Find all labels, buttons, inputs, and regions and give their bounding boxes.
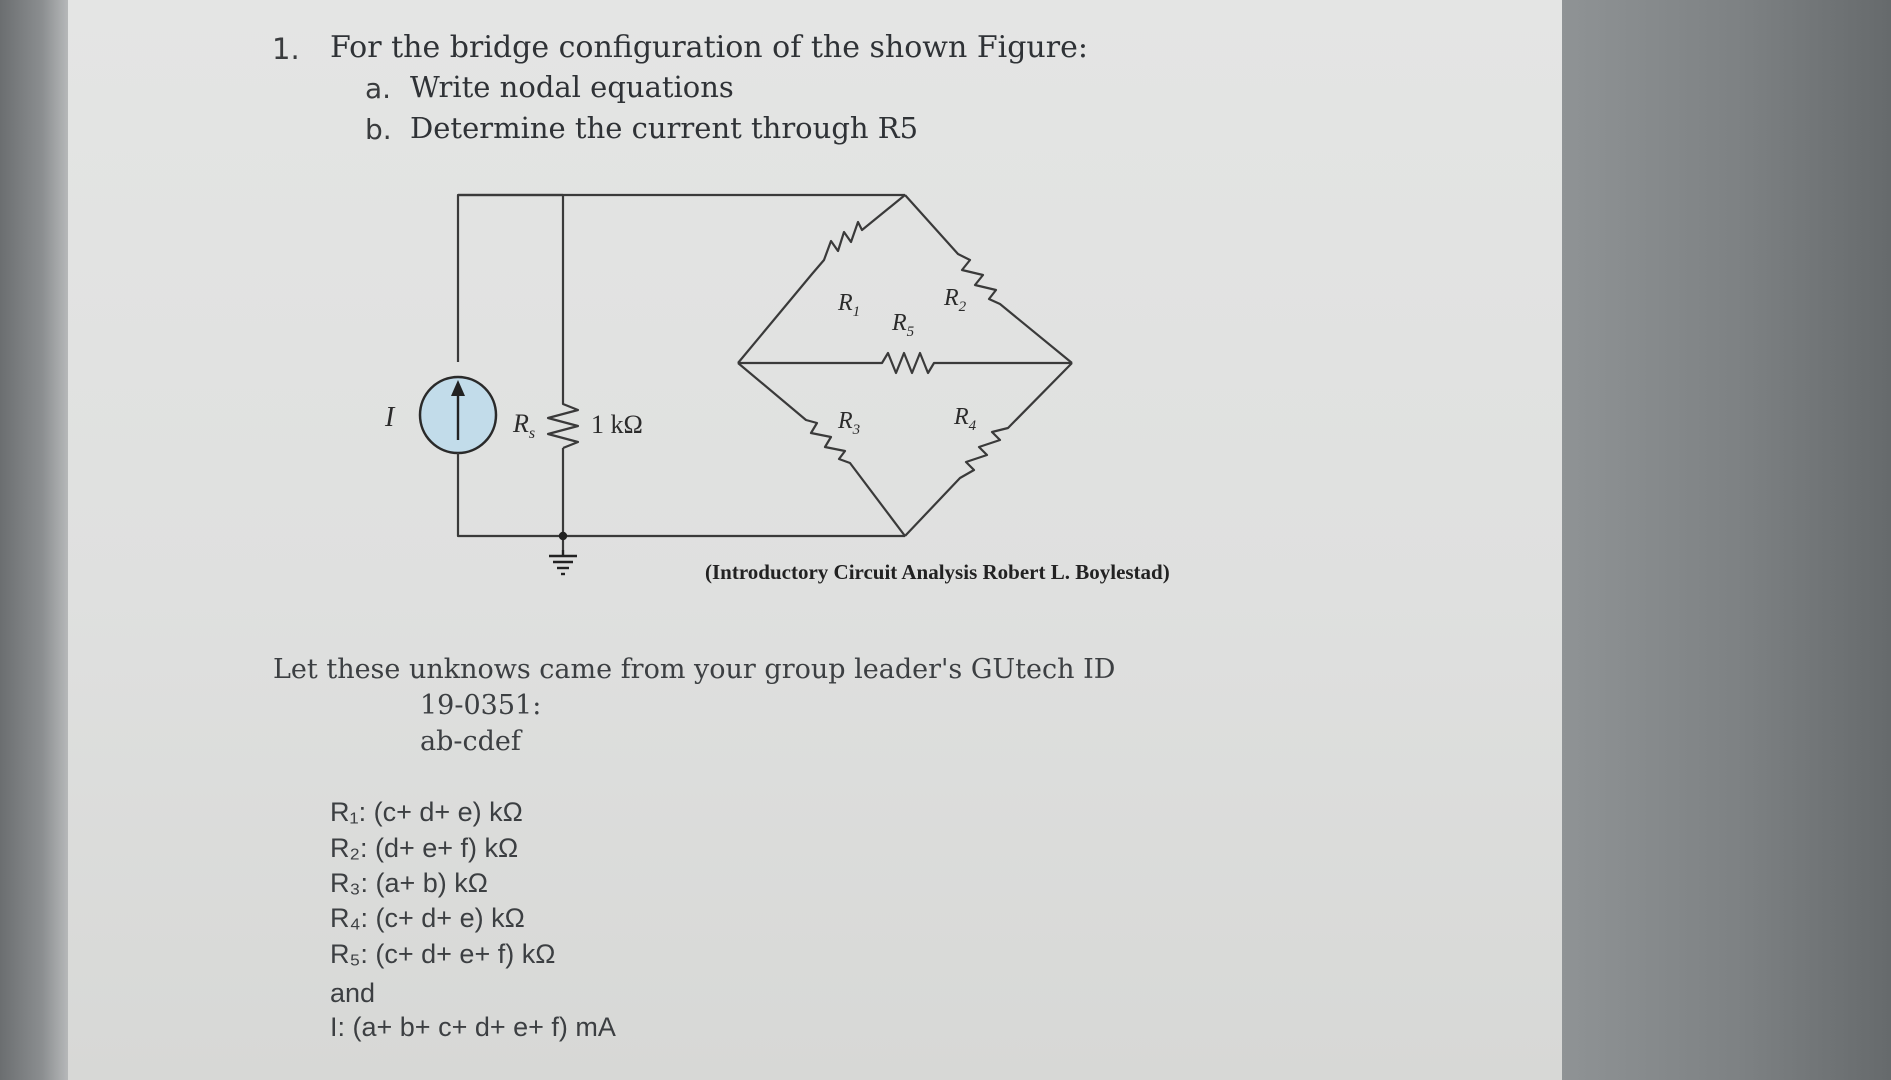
monitor-bezel-right [1562, 0, 1891, 1080]
id-pattern: ab-cdef [420, 726, 521, 757]
monitor-bezel-left [0, 0, 70, 1080]
ground-icon [549, 531, 577, 576]
wire-left-loop [456, 193, 905, 362]
document-page [68, 0, 1562, 1080]
r4-label: R4 [953, 404, 977, 434]
figure-citation: (Introductory Circuit Analysis Robert L.… [705, 560, 1170, 584]
question-number: 1. [272, 32, 300, 66]
formula-current: I: (a+ b+ c+ d+ e+ f) mA [330, 1012, 616, 1042]
r3-label: R3 [837, 408, 860, 438]
formula-r1: R₁: (c+ d+ e) kΩ [330, 797, 523, 827]
wire-bottom [456, 505, 905, 538]
r2-label: R2 [943, 285, 967, 315]
formula-r4: R₄: (c+ d+ e) kΩ [330, 903, 525, 933]
formula-r5: R₅: (c+ d+ e+ f) kΩ [330, 939, 556, 969]
part-b-letter: b. [365, 113, 392, 146]
r5-resistor [738, 351, 1072, 375]
part-b-text: Determine the current through R5 [410, 111, 919, 145]
formula-r3: R₃: (a+ b) kΩ [330, 868, 488, 898]
r2-arm [904, 194, 1073, 364]
source-label: I [384, 402, 396, 433]
r1-arm [737, 194, 906, 364]
r3-arm [737, 362, 906, 537]
unknowns-intro: Let these unknows came from your group l… [273, 654, 1116, 685]
and-word: and [330, 978, 376, 1008]
question-text: For the bridge configuration of the show… [330, 30, 1088, 65]
r5-label: R5 [891, 310, 915, 340]
formula-r2: R₂: (d+ e+ f) kΩ [330, 833, 519, 863]
id-example: 19-0351: [420, 690, 542, 721]
r1-label: R1 [837, 290, 860, 320]
part-a-letter: a. [365, 72, 392, 105]
r4-arm [904, 362, 1073, 537]
rs-label: Rs [512, 409, 535, 442]
rs-resistor [546, 398, 580, 450]
rs-value-label: 1 kΩ [591, 410, 643, 439]
up-arrow-icon [451, 380, 465, 396]
part-a-text: Write nodal equations [410, 70, 734, 104]
